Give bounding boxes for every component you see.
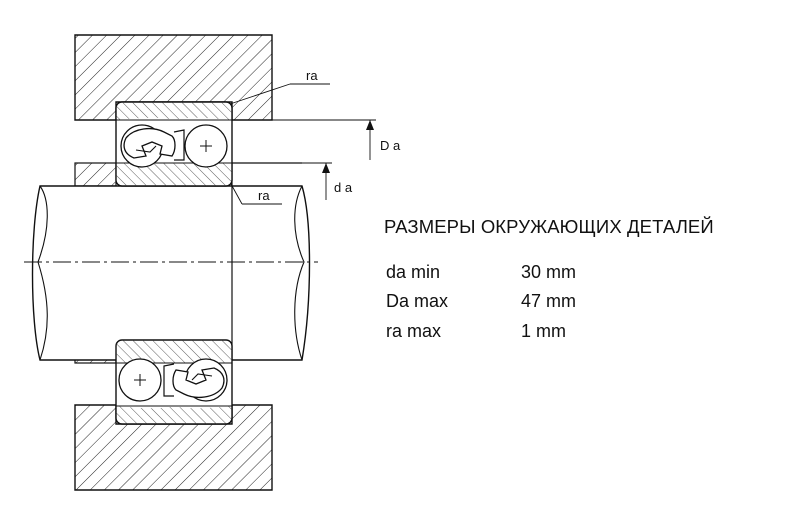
shaft bbox=[24, 162, 318, 361]
spec-value: 1 mm bbox=[521, 321, 566, 341]
label-da: d a bbox=[334, 180, 353, 195]
spec-value: 30 mm bbox=[521, 262, 577, 282]
spec-row-ra-max: ra max 1 mm bbox=[386, 321, 566, 342]
label-ra-top: ra bbox=[306, 68, 318, 83]
spec-name: ra max bbox=[386, 321, 442, 341]
spec-row-da-min: da min 30 mm bbox=[386, 262, 576, 283]
spec-title: РАЗМЕРЫ ОКРУЖАЮЩИХ ДЕТАЛЕЙ bbox=[384, 216, 714, 237]
bearing-section-top bbox=[115, 101, 233, 187]
bearing-section-bottom bbox=[115, 339, 233, 425]
spec-value: 47 mm bbox=[521, 291, 577, 311]
spec-name: Da max bbox=[386, 291, 449, 311]
spec-name: da min bbox=[386, 262, 441, 282]
dimension-da: d a bbox=[302, 162, 353, 200]
dimension-Da: D a bbox=[232, 119, 401, 160]
label-Da: D a bbox=[380, 138, 401, 153]
label-ra-bottom: ra bbox=[258, 188, 270, 203]
spec-row-Da-max: Da max 47 mm bbox=[386, 291, 576, 312]
housing-top bbox=[74, 34, 273, 187]
leader-ra-bottom: ra bbox=[230, 183, 282, 205]
leader-ra-top: ra bbox=[229, 68, 330, 105]
